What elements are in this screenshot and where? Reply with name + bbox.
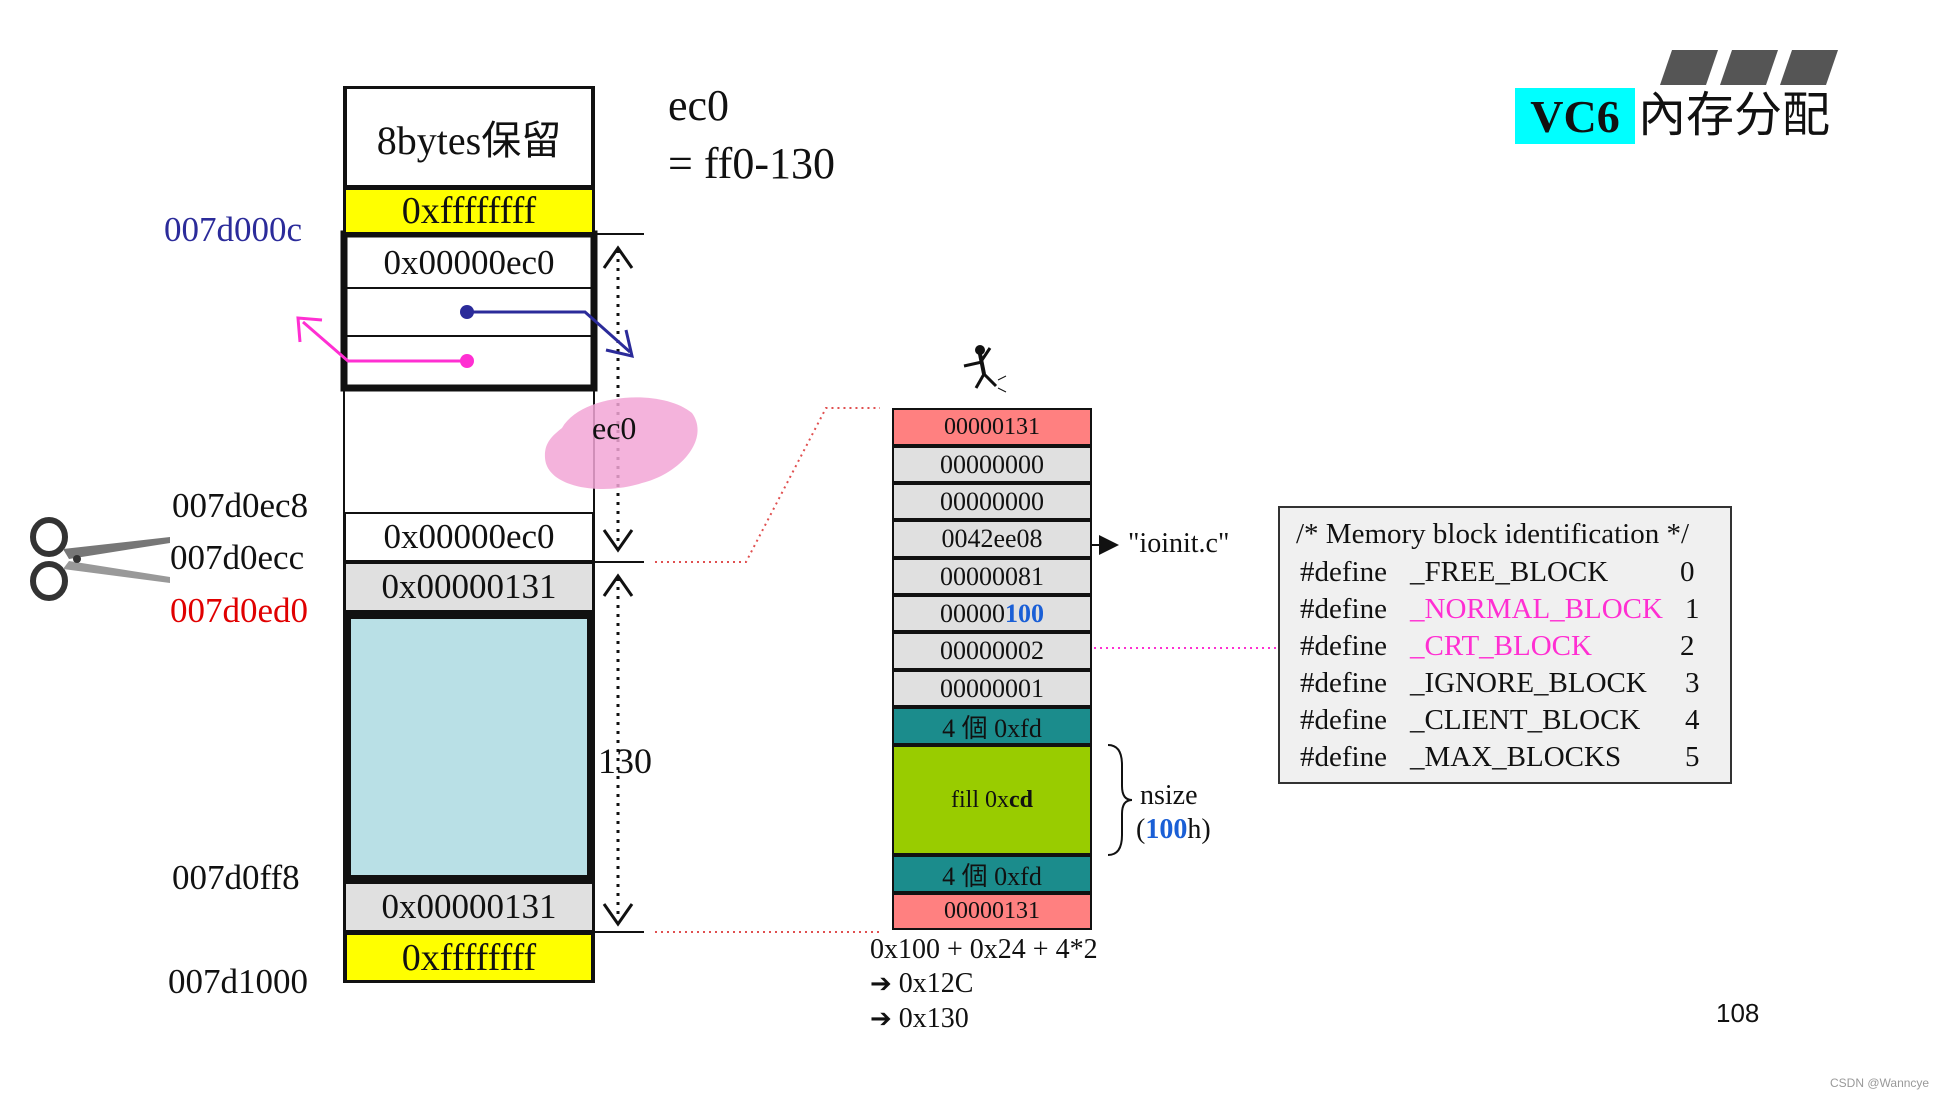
define-name: _MAX_BLOCKS — [1410, 741, 1622, 773]
stack-cell-nomansland-bottom: 4 個 0xfd — [892, 855, 1092, 893]
define-value: 4 — [1685, 704, 1700, 736]
address-007d000c: 007d000c — [164, 210, 303, 249]
stack-cell-nomansland-top: 4 個 0xfd — [892, 707, 1092, 745]
calc-value-130: 0x130 — [898, 1003, 969, 1034]
define-prefix: #define — [1300, 704, 1387, 736]
stack-cell-line: 00000081 — [892, 558, 1092, 595]
define-prefix: #define — [1300, 556, 1387, 588]
stack-cell-datasize-prefix: 00000 — [940, 598, 1005, 628]
lower-size-cell: 0x00000ec0 — [344, 512, 594, 562]
address-007d0ecc: 007d0ecc — [170, 538, 305, 577]
file-label: "ioinit.c" — [1128, 528, 1230, 559]
title-text: 內存分配 — [1638, 89, 1831, 142]
nsize-label: nsize — [1140, 780, 1198, 811]
falling-figure-icon — [950, 340, 1010, 400]
nsize-value: (100h) — [1136, 814, 1211, 846]
stack-cell-request: 00000001 — [892, 670, 1092, 707]
block-cookie-cell: 0x00000131 — [344, 562, 594, 612]
define-box: /* Memory block identification */ #defin… — [1278, 506, 1732, 784]
address-007d0ed0: 007d0ed0 — [170, 591, 309, 630]
reserve-cell: 8bytes保留 — [344, 86, 594, 188]
define-comment: /* Memory block identification */ — [1296, 518, 1690, 550]
define-prefix: #define — [1300, 667, 1387, 699]
calc-arrow-icon: ➔ — [870, 1003, 892, 1033]
watermark: CSDN @Wanncye — [1830, 1076, 1930, 1090]
calc-line3: ➔ 0x130 — [870, 1003, 969, 1035]
title-badge-text: VC6 — [1530, 90, 1620, 142]
define-name: _CLIENT_BLOCK — [1410, 704, 1641, 736]
formula-line1: ec0 — [668, 81, 730, 130]
address-007d0ec8: 007d0ec8 — [172, 486, 309, 525]
stack-cell-fill-prefix: fill 0x — [951, 786, 1009, 813]
calc-line2: ➔ 0x12C — [870, 968, 973, 1000]
address-007d0ff8: 007d0ff8 — [172, 858, 300, 897]
stack-cell-blocktype: 00000002 — [892, 632, 1092, 670]
nsize-open: ( — [1136, 814, 1146, 845]
nsize-value-number: 100 — [1145, 814, 1188, 845]
stack-cell-cookie-bottom: 00000131 — [892, 893, 1092, 930]
bottom-fill-cell: 0xffffffff — [344, 932, 594, 983]
define-prefix: #define — [1300, 593, 1387, 625]
nsize-close: h) — [1187, 814, 1211, 845]
define-name: _FREE_BLOCK — [1410, 556, 1609, 588]
define-value: 0 — [1680, 556, 1695, 588]
ec0-blob — [542, 388, 702, 498]
address-007d1000: 007d1000 — [168, 962, 308, 1001]
define-name: _CRT_BLOCK — [1410, 630, 1592, 662]
title-stripes-icon — [1660, 50, 1840, 85]
stack-cell-cookie-top: 00000131 — [892, 408, 1092, 446]
define-prefix: #define — [1300, 741, 1387, 773]
define-name: _IGNORE_BLOCK — [1410, 667, 1647, 699]
scissors-icon — [25, 515, 175, 605]
calc-arrow-icon: ➔ — [870, 968, 892, 998]
user-data-area — [344, 612, 594, 882]
ec0-blob-label: ec0 — [592, 410, 637, 446]
define-value: 3 — [1685, 667, 1700, 699]
formula-line2: = ff0-130 — [668, 139, 835, 188]
stack-cell-next: 00000000 — [892, 446, 1092, 483]
slide-number: 108 — [1716, 998, 1760, 1028]
define-prefix: #define — [1300, 630, 1387, 662]
span-label-130: 130 — [598, 741, 652, 781]
stack-cell-prev: 00000000 — [892, 483, 1092, 520]
stack-cell-filename: 0042ee08 — [892, 520, 1092, 558]
title-badge: VC6 — [1515, 88, 1635, 144]
calc-line1: 0x100 + 0x24 + 4*2 — [870, 934, 1098, 965]
top-fill-cell: 0xffffffff — [344, 188, 594, 234]
define-value: 1 — [1685, 593, 1700, 625]
header-size-cell: 0x00000ec0 — [383, 243, 555, 282]
stack-cell-datasize-highlight: 100 — [1005, 598, 1044, 628]
bottom-cookie-cell: 0x00000131 — [344, 882, 594, 932]
define-name: _NORMAL_BLOCK — [1410, 593, 1663, 625]
calc-value-12c: 0x12C — [898, 968, 974, 999]
stack-cell-fill-bold: cd — [1009, 786, 1033, 813]
define-value: 5 — [1685, 741, 1700, 773]
define-value: 2 — [1680, 630, 1695, 662]
